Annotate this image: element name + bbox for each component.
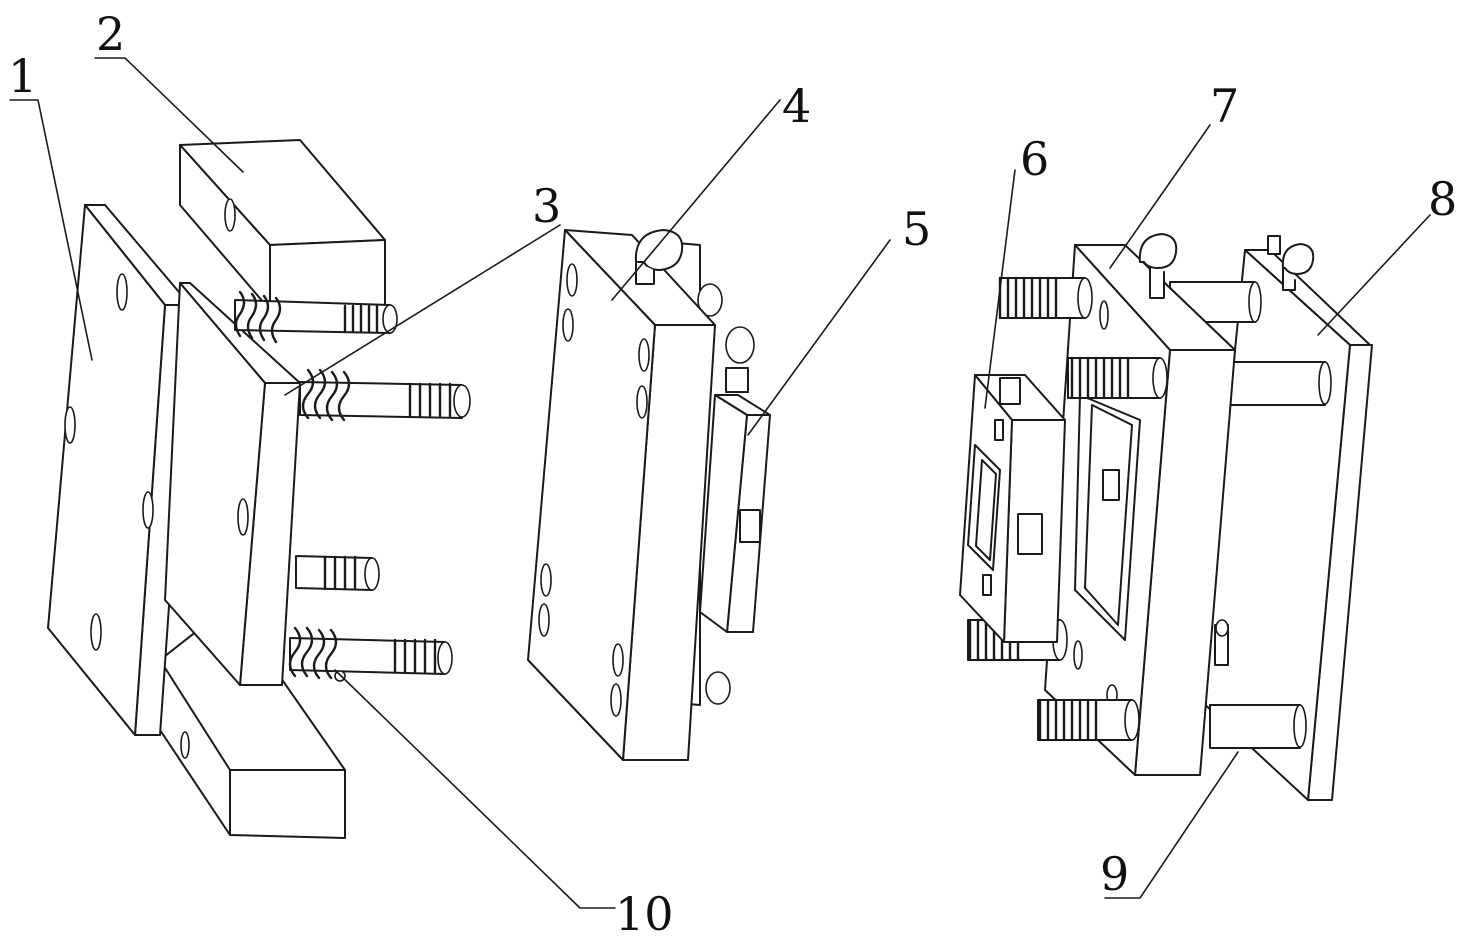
callout-2: 2 [96,7,125,61]
ejector-plate [1044,233,1262,776]
guide-pins-with-springs [234,290,471,682]
core-insert [699,367,771,633]
callout-leaders [9,57,1431,909]
callout-5: 5 [902,202,931,256]
callout-6: 6 [1020,132,1049,186]
callout-10: 10 [615,887,674,941]
callout-7: 7 [1210,79,1239,133]
callout-9: 9 [1100,847,1129,901]
slider-insert-block [959,374,1066,643]
support-pillars [1209,361,1332,749]
moving-plate [164,282,301,686]
top-support-block [179,139,386,311]
threaded-rods [967,276,1168,742]
callout-4: 4 [782,79,811,133]
callout-1: 1 [8,49,37,103]
callout-8: 8 [1428,172,1457,226]
bottom-support-block [159,604,346,839]
callout-3: 3 [532,179,561,233]
cavity-plate [527,229,755,761]
callout-labels: 1 2 3 4 5 6 7 8 9 10 [8,7,1457,941]
